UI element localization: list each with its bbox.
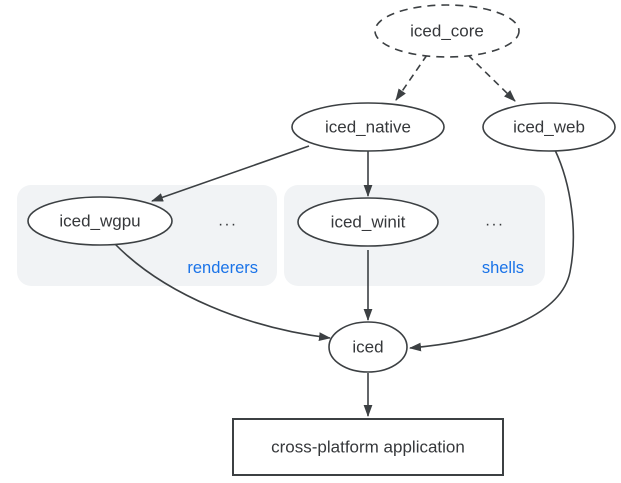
iced-native-ellipse: [291, 102, 445, 152]
iced-core-label: iced_core: [410, 22, 484, 41]
edge-wgpu-to-iced: [114, 243, 331, 342]
renderers-group-label: renderers: [187, 259, 258, 277]
edge-web-to-iced: [409, 149, 575, 352]
iced-web-ellipse: [482, 102, 616, 152]
edge-core-to-native: [395, 54, 428, 101]
app-rect: [232, 418, 504, 476]
iced-web-label: iced_web: [513, 118, 585, 137]
iced-wgpu-ellipse: [27, 196, 173, 246]
iced-core-ellipse: [374, 4, 520, 58]
iced-wgpu-label: iced_wgpu: [59, 212, 140, 231]
iced-winit-label: iced_winit: [331, 213, 406, 232]
app-label: cross-platform application: [271, 438, 465, 457]
renderers-ellipsis: ...: [218, 213, 237, 230]
iced-label: iced: [352, 338, 383, 357]
node-iced: iced: [328, 321, 408, 373]
iced-native-label: iced_native: [325, 118, 411, 137]
shells-ellipsis: ...: [485, 213, 504, 230]
shells-group-label: shells: [482, 259, 524, 277]
edge-core-to-web: [467, 54, 516, 102]
iced-ellipse: [328, 321, 408, 373]
node-iced-native: iced_native: [291, 102, 445, 152]
node-iced-core: iced_core: [374, 4, 520, 58]
node-cross-platform-application: cross-platform application: [232, 418, 504, 476]
edge-native-to-wgpu: [151, 145, 310, 202]
node-iced-winit: iced_winit: [297, 197, 439, 247]
iced-winit-ellipse: [297, 197, 439, 247]
node-iced-web: iced_web: [482, 102, 616, 152]
node-iced-wgpu: iced_wgpu: [27, 196, 173, 246]
